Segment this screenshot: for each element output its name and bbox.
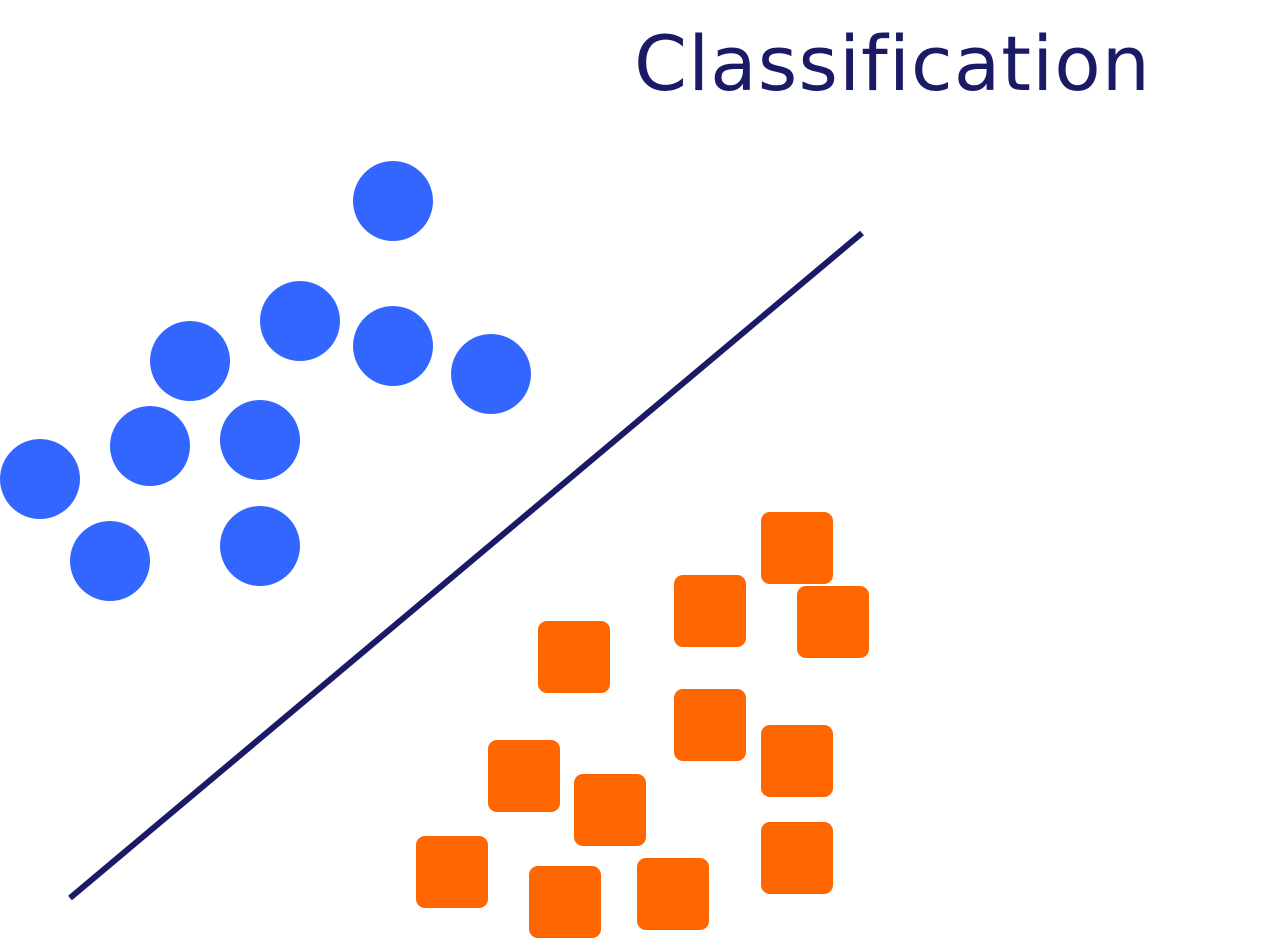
class-b-point [637,858,709,930]
class-a-point [110,406,190,486]
class-a-point [260,281,340,361]
class-b-point [761,725,833,797]
class-a-point [220,400,300,480]
slide-title: Classification [634,19,1151,108]
class-b-point [674,575,746,647]
class-b-point [538,621,610,693]
class-b-point [574,774,646,846]
class-b-point [797,586,869,658]
class-a-point [353,306,433,386]
class-a-point [451,334,531,414]
class-b-point [416,836,488,908]
class-a-point [70,521,150,601]
class-b-point [488,740,560,812]
class-a-point [353,161,433,241]
class-a-points [0,161,531,601]
class-a-point [150,321,230,401]
decision-boundary-line [68,230,864,901]
class-b-point [761,512,833,584]
class-b-points [416,512,869,938]
class-a-point [0,439,80,519]
class-b-point [529,866,601,938]
class-b-point [674,689,746,761]
class-a-point [220,506,300,586]
class-b-point [761,822,833,894]
